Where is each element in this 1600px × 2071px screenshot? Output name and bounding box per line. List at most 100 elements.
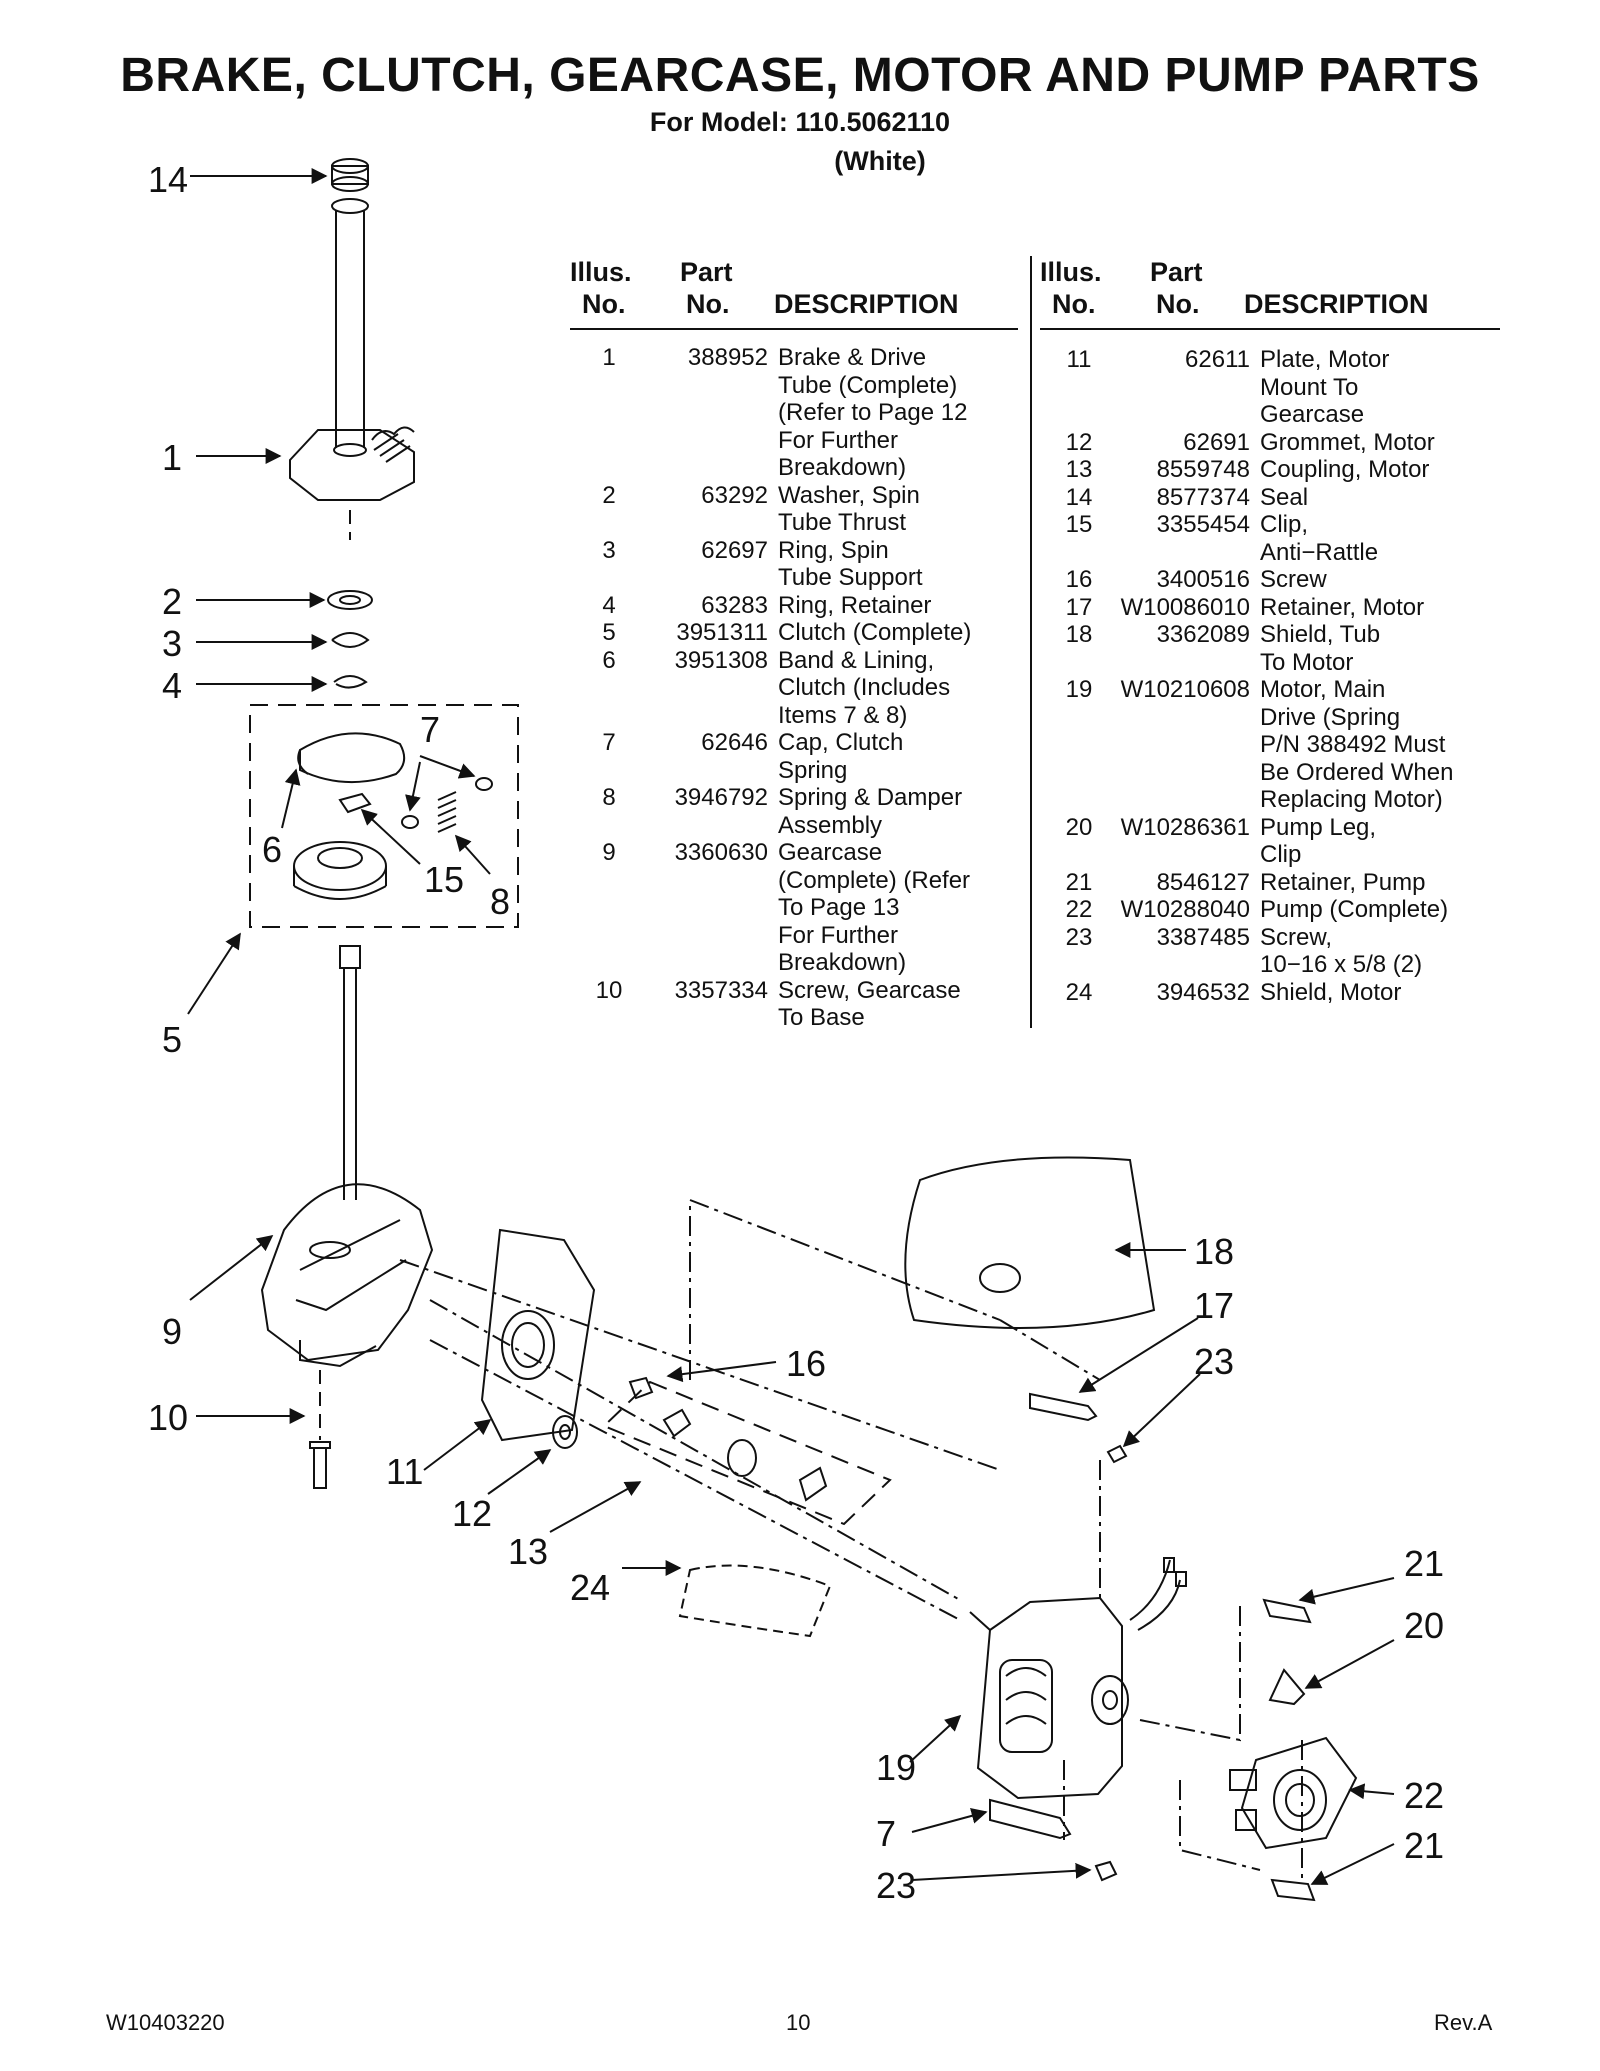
- part-description: Shield, Motor: [1260, 978, 1402, 1006]
- part-description: Ring, Retainer: [778, 591, 932, 619]
- part-number: 63283: [701, 591, 768, 619]
- document-number: W10403220: [106, 2010, 225, 2035]
- motor-shield-part-24: [678, 1564, 832, 1638]
- callout-label: 1: [162, 437, 183, 478]
- illus-number: 14: [1065, 483, 1093, 511]
- callout-label: 14: [148, 159, 189, 200]
- illus-number: 3: [602, 536, 616, 564]
- part-description: Coupling, Motor: [1260, 456, 1430, 483]
- part-number: 62691: [1183, 428, 1250, 456]
- callout-label: 13: [508, 1531, 549, 1572]
- callout-label: 4: [162, 665, 183, 706]
- callout-label: 7: [420, 709, 441, 750]
- header-part-bottom: No.: [686, 289, 730, 319]
- callout-label: 21: [1404, 1825, 1445, 1866]
- part-number: 3362089: [1156, 621, 1250, 648]
- part-number: W10086010: [1120, 593, 1250, 621]
- gearcase-part-9: [260, 1183, 434, 1368]
- callout-label: 22: [1404, 1775, 1445, 1816]
- illus-number: 23: [1065, 923, 1093, 951]
- part-number: 3400516: [1156, 566, 1250, 593]
- part-description: Clip, Anti−Rattle: [1260, 511, 1379, 566]
- part-description: Clutch (Complete): [778, 619, 972, 646]
- table-header: Illus. No. Part No. DESCRIPTION: [570, 256, 1018, 330]
- illus-number: 20: [1065, 813, 1093, 841]
- illus-number: 4: [602, 591, 616, 619]
- part-number: 388952: [687, 344, 768, 371]
- part-description: Washer, Spin Tube Thrust: [778, 481, 920, 537]
- part-number: 3387485: [1156, 923, 1250, 951]
- page-title: BRAKE, CLUTCH, GEARCASE, MOTOR AND PUMP …: [120, 49, 1480, 102]
- callout-label: 21: [1404, 1543, 1445, 1584]
- illus-number: 8: [602, 784, 616, 811]
- header-part-bottom: No.: [1156, 289, 1200, 319]
- callout-label: 2: [162, 581, 183, 622]
- part-number: 3946792: [674, 784, 768, 811]
- callout-label: 17: [1194, 1285, 1235, 1326]
- part-description: Retainer, Pump: [1260, 868, 1426, 896]
- part-number: 8546127: [1156, 868, 1250, 896]
- part-description: Retainer, Motor: [1260, 593, 1425, 621]
- motor-plate-part-11: [480, 1228, 596, 1442]
- table-row: 19 W10210608 Motor, Main Drive (Spring P/N…: [1040, 676, 1500, 814]
- header-description: DESCRIPTION: [1244, 289, 1429, 319]
- part-number: 3951308: [674, 646, 768, 674]
- header-description: DESCRIPTION: [774, 289, 959, 319]
- illus-number: 19: [1065, 676, 1093, 703]
- part-number: W10286361: [1120, 813, 1250, 841]
- header-illus-bottom: No.: [1052, 289, 1096, 319]
- ring-part-3: [331, 632, 370, 648]
- model-line: For Model: 110.5062110: [649, 107, 951, 137]
- illus-number: 24: [1065, 978, 1093, 1006]
- part-description: Screw, Gearcase To Base: [778, 976, 961, 1032]
- callout-label: 20: [1404, 1605, 1445, 1646]
- illus-number: 6: [602, 646, 616, 674]
- callout-label: 18: [1194, 1231, 1235, 1272]
- callout-label: 16: [786, 1343, 827, 1384]
- pump-part-22: [1229, 1736, 1358, 1850]
- part-number: 62697: [701, 536, 768, 564]
- shield-part-18: [904, 1156, 1156, 1329]
- column-divider: [1030, 256, 1032, 1028]
- callout-label: 9: [162, 1311, 183, 1352]
- callout-label: 11: [386, 1451, 424, 1492]
- header-illus-top: Illus.: [1040, 257, 1102, 287]
- part-number: W10210608: [1120, 676, 1250, 703]
- callout-label: 3: [162, 623, 183, 664]
- illus-number: 10: [595, 976, 623, 1004]
- header-part-top: Part: [1150, 257, 1203, 287]
- illus-number: 22: [1065, 896, 1093, 923]
- part-number: 3946532: [1156, 978, 1250, 1006]
- part-description: Pump (Complete): [1260, 896, 1449, 923]
- motor-part-19: [969, 1557, 1187, 1800]
- part-description: Motor, Main Drive (Spring P/N 388492 Mus…: [1260, 676, 1454, 813]
- seal-part-14: [331, 158, 369, 214]
- part-description: Screw: [1260, 566, 1327, 593]
- part-description: Ring, Spin Tube Support: [778, 536, 923, 592]
- table-row: 3 62697 Ring, Spin Tube Support: [570, 537, 1018, 592]
- ring-part-4: [333, 675, 368, 689]
- header-part-top: Part: [680, 257, 733, 287]
- part-description: Seal: [1260, 483, 1309, 511]
- revision-label: Rev.A: [1434, 2010, 1493, 2035]
- callout-label: 5: [162, 1019, 183, 1060]
- callout-label: 19: [876, 1747, 917, 1788]
